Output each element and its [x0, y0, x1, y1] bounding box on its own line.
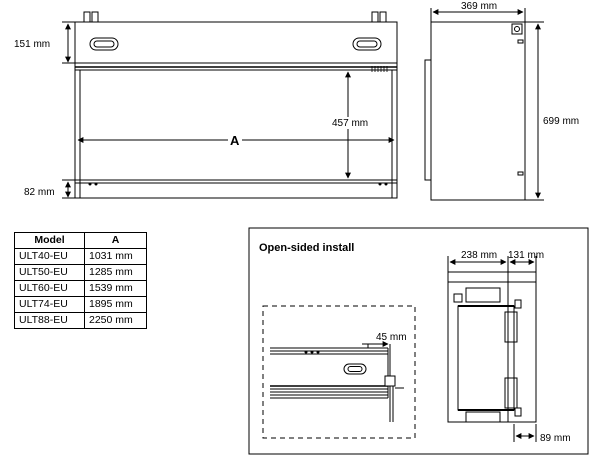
col-header-model: Model	[14, 232, 85, 249]
open-sided-title: Open-sided install	[259, 242, 354, 254]
dim-inner-height: 457 mm	[332, 118, 368, 129]
open-sided-plan-view	[447, 271, 537, 423]
dim-open-bottom: 89 mm	[540, 433, 571, 444]
dim-open-right: 131 mm	[508, 250, 544, 261]
table-row: ULT50-EU 1285 mm	[14, 264, 147, 281]
cell-a: 1031 mm	[84, 248, 147, 265]
table-row: ULT74-EU 1895 mm	[14, 296, 147, 313]
cell-a: 2250 mm	[84, 312, 147, 329]
table-row: ULT60-EU 1539 mm	[14, 280, 147, 297]
table-header-row: Model A	[14, 232, 147, 249]
handle-right	[352, 37, 382, 51]
dim-open-gap: 45 mm	[376, 332, 407, 343]
cell-model: ULT40-EU	[14, 248, 85, 265]
cell-model: ULT50-EU	[14, 264, 85, 281]
cell-a: 1285 mm	[84, 264, 147, 281]
side-view	[424, 21, 526, 201]
dim-side-height: 699 mm	[543, 116, 579, 127]
front-view	[74, 11, 398, 199]
cell-model: ULT88-EU	[14, 312, 85, 329]
wall-outline	[262, 305, 416, 439]
open-sided-panel	[248, 227, 589, 455]
dim-bottom-height: 82 mm	[24, 187, 55, 198]
table-row: ULT40-EU 1031 mm	[14, 248, 147, 265]
dim-width-a: A	[230, 133, 240, 148]
col-header-a: A	[84, 232, 147, 249]
dim-top-height: 151 mm	[14, 39, 50, 50]
cell-a: 1539 mm	[84, 280, 147, 297]
dim-side-depth: 369 mm	[461, 1, 497, 12]
dim-open-left: 238 mm	[461, 250, 497, 261]
handle-left	[89, 37, 119, 51]
open-sided-front-view	[270, 347, 404, 422]
cell-model: ULT74-EU	[14, 296, 85, 313]
cell-a: 1895 mm	[84, 296, 147, 313]
table-row: ULT88-EU 2250 mm	[14, 312, 147, 329]
cell-model: ULT60-EU	[14, 280, 85, 297]
model-table: Model A ULT40-EU 1031 mm ULT50-EU 1285 m…	[14, 232, 147, 329]
